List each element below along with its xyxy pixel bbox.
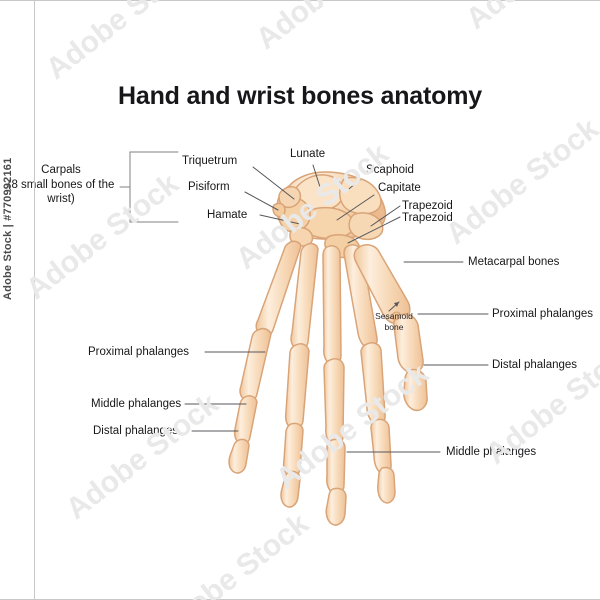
leader-pisiform [244, 191, 279, 211]
label-proximal-phalanges-right: Proximal phalanges [492, 308, 594, 320]
leader-sesamoid-arrowhead [394, 302, 399, 307]
page-title: Hand and wrist bones anatomy [118, 82, 482, 110]
label-hamate: Hamate [207, 209, 248, 221]
label-capitate: Capitate [378, 182, 421, 194]
distal-phalanx-5 [228, 438, 250, 474]
leader-trapezoid-upper [370, 205, 401, 227]
leader-trapezoid-lower [347, 216, 401, 244]
leader-hamate [259, 214, 301, 225]
label-carpals-line3: wrist) [47, 193, 75, 205]
pisiform-bone [272, 202, 286, 218]
leader-scaphoid [344, 179, 361, 193]
label-trapezoid-upper: Trapezoid [402, 200, 453, 212]
label-lunate: Lunate [290, 148, 326, 160]
label-sesamoid-line2: bone [384, 321, 404, 332]
label-metacarpal-bones: Metacarpal bones [468, 256, 560, 268]
label-pisiform: Pisiform [188, 181, 230, 193]
label-carpals-line1: Carpals [41, 164, 81, 176]
leader-capitate [336, 194, 375, 221]
label-sesamoid-bone: Sesamoid bone [366, 311, 422, 332]
sesamoid-bone-shape [391, 311, 401, 321]
label-carpals-line2: (8 small bones of the [7, 178, 115, 191]
label-sesamoid-line1: Sesamoid [375, 311, 413, 321]
trapezoid-upper-bone [348, 212, 384, 241]
label-distal-phalanges-right: Distal phalanges [492, 359, 578, 371]
label-middle-phalanges-right: Middle phalanges [446, 446, 537, 458]
label-carpals-group: Carpals (8 small bones of the wrist) [2, 163, 120, 207]
distal-phalanx-2 [377, 466, 396, 504]
distal-phalanx-3 [325, 487, 347, 526]
label-trapezoid-lower: Trapezoid [402, 212, 453, 224]
distal-phalanx-1-thumb [403, 368, 428, 412]
carpals-bracket [129, 151, 138, 223]
label-scaphoid: Scaphoid [366, 164, 414, 176]
label-triquetrum: Triquetrum [182, 155, 238, 167]
label-middle-phalanges-left: Middle phalanges [91, 398, 182, 410]
distal-phalanx-4 [280, 470, 301, 508]
label-proximal-phalanges-left: Proximal phalanges [88, 346, 190, 358]
leader-lunate [312, 164, 321, 188]
label-distal-phalanges-left: Distal phalanges [93, 425, 179, 437]
leader-triquetrum [252, 166, 295, 200]
